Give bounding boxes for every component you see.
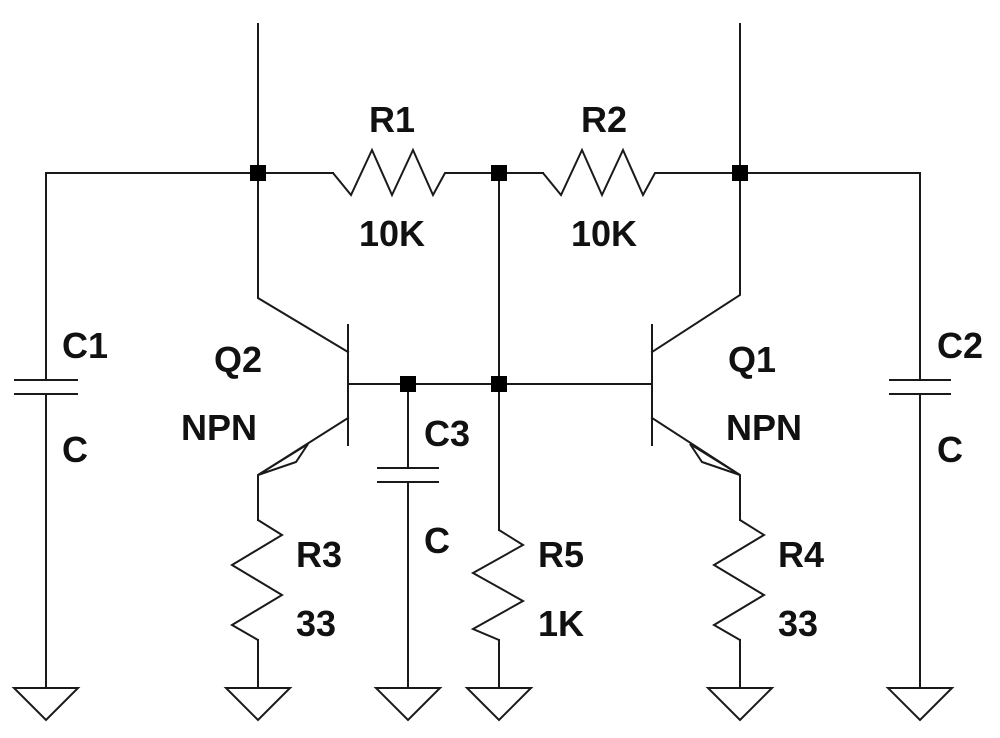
c1-value-label: C: [62, 429, 88, 470]
resistor-r2: [542, 147, 665, 198]
c3-value-label: C: [424, 520, 450, 561]
ground-r3: [223, 687, 293, 722]
r5-value-label: 1K: [538, 603, 584, 644]
junction-dot: [491, 165, 507, 181]
r2-ref-label: R2: [581, 99, 627, 140]
c1-ref-label: C1: [62, 325, 108, 366]
junction-dot: [732, 165, 748, 181]
r3-value-label: 33: [296, 603, 336, 644]
wire-q2-collector: [257, 172, 350, 354]
resistor-r5: [470, 529, 526, 641]
junction-dot: [491, 376, 507, 392]
capacitor-c3: [377, 467, 439, 483]
r2-value-label: 10K: [571, 213, 637, 254]
transistor-q2: [257, 324, 349, 476]
ground-c2: [885, 687, 955, 722]
junction-dot: [250, 165, 266, 181]
capacitor-c1: [14, 379, 78, 395]
q1-ref-label: Q1: [728, 339, 776, 380]
r1-value-label: 10K: [359, 213, 425, 254]
resistor-r4: [712, 519, 766, 641]
r1-ref-label: R1: [369, 99, 415, 140]
ground-c3: [373, 687, 443, 722]
c3-ref-label: C3: [424, 413, 470, 454]
q2-type-label: NPN: [181, 407, 257, 448]
wire-q1-collector: [650, 172, 741, 354]
ground-r4: [705, 687, 775, 722]
capacitor-c2: [889, 379, 951, 395]
junction-dot: [400, 376, 416, 392]
ground-c1: [11, 687, 81, 722]
transistor-q1: [651, 324, 741, 476]
resistor-r1: [332, 147, 455, 198]
junctions: [250, 165, 748, 392]
r3-ref-label: R3: [296, 534, 342, 575]
q2-ref-label: Q2: [214, 339, 262, 380]
q1-emitter-arrow: [689, 443, 741, 476]
c2-value-label: C: [937, 429, 963, 470]
wires: [45, 23, 921, 689]
q1-type-label: NPN: [726, 407, 802, 448]
ground-r5: [464, 687, 534, 722]
q2-emitter-arrow: [257, 443, 309, 476]
r4-ref-label: R4: [778, 534, 824, 575]
resistor-r3: [230, 519, 284, 641]
c2-ref-label: C2: [937, 325, 983, 366]
r4-value-label: 33: [778, 603, 818, 644]
r5-ref-label: R5: [538, 534, 584, 575]
